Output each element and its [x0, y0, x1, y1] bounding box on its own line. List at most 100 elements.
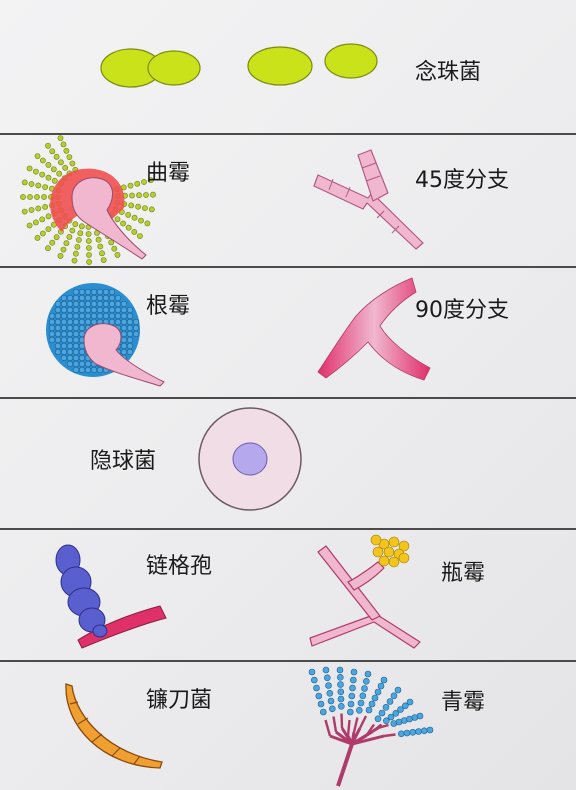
- spore-dot: [114, 216, 121, 223]
- spore-dot: [108, 294, 116, 302]
- spore-dot: [60, 348, 68, 356]
- spore-dot: [72, 348, 80, 356]
- label-fusarium: 镰刀菌: [146, 688, 213, 713]
- spore-dot: [126, 318, 134, 326]
- spore-dot: [108, 312, 116, 320]
- hypha-main-45: [313, 174, 424, 250]
- sterigma-line: [324, 719, 332, 737]
- spore-dot: [355, 706, 363, 714]
- spore-dot: [72, 294, 80, 302]
- spore-dot: [99, 250, 105, 257]
- spore-dot: [56, 170, 63, 177]
- panel-fusarium: 镰刀菌 青霉: [0, 662, 576, 790]
- spore-dot: [33, 168, 39, 175]
- spore-dot: [125, 224, 132, 231]
- spore-dot: [53, 153, 60, 160]
- aspergillus-conidiophore: [71, 177, 147, 260]
- spore-dot: [72, 300, 80, 308]
- spore-dot: [120, 220, 126, 227]
- spore-dot: [84, 306, 92, 314]
- panel-candida: 念珠菌: [0, 0, 576, 133]
- cryptococcus-illustration: [198, 407, 302, 511]
- spore-dot: [134, 180, 141, 187]
- spore-dot: [337, 688, 345, 696]
- aspergillus-illustration: [20, 135, 156, 265]
- spore-dot: [69, 160, 76, 167]
- spore-dot: [60, 312, 68, 320]
- spore-dot: [54, 336, 62, 344]
- spore-dot: [120, 342, 128, 350]
- label-phialophora: 瓶霉: [441, 561, 486, 586]
- label-cryptococcus: 隐球菌: [90, 449, 157, 474]
- spore-dot: [368, 700, 376, 708]
- spore-dot: [45, 161, 52, 168]
- spore-dot: [374, 688, 382, 696]
- spore-dot: [60, 141, 67, 148]
- sterigma-line: [358, 715, 368, 729]
- spore-dot: [120, 318, 128, 326]
- spore-dot: [72, 342, 80, 350]
- label-rhizopus: 根霉: [146, 294, 191, 319]
- spore-dot: [120, 330, 128, 338]
- fusarium-illustration: [65, 683, 163, 769]
- spore-dot: [66, 360, 74, 368]
- spore-dot: [387, 713, 395, 721]
- spore-dot: [26, 222, 33, 229]
- spore-dot: [120, 312, 128, 320]
- spore-dot: [315, 692, 323, 700]
- spore-dot: [78, 312, 86, 320]
- hypha-branch-45: [357, 149, 389, 202]
- spore-dot: [90, 294, 98, 302]
- spore-dot: [84, 288, 92, 296]
- candida-small-cell: [324, 43, 378, 79]
- spore-dot: [102, 294, 110, 302]
- panel-cryptococcus: 隐球菌: [0, 399, 576, 528]
- spore-dot: [57, 253, 64, 259]
- spore-dot: [45, 174, 52, 181]
- spore-dot: [336, 674, 344, 681]
- spore-dot: [114, 306, 122, 314]
- spore-dot: [135, 203, 141, 210]
- spore-dot: [141, 205, 148, 211]
- spore-dot: [378, 555, 390, 567]
- spore-dot: [72, 221, 79, 228]
- spore-dot: [54, 348, 62, 356]
- spore-dot: [34, 194, 40, 200]
- spore-dot: [84, 318, 92, 326]
- spore-dot: [120, 324, 128, 332]
- spore-dot: [349, 676, 357, 684]
- spore-dot: [390, 692, 398, 700]
- spore-dot: [362, 677, 370, 685]
- spore-dot: [90, 318, 98, 326]
- spore-dot: [54, 312, 62, 320]
- spore-dot: [132, 330, 140, 338]
- spore-dot: [349, 684, 356, 692]
- label-candida: 念珠菌: [415, 60, 482, 85]
- spore-dot: [380, 676, 388, 684]
- spore-dot: [84, 366, 92, 374]
- spore-dot: [388, 556, 400, 568]
- spore-dot: [35, 205, 42, 212]
- sterigma-line: [336, 743, 354, 787]
- sterigma-line: [351, 734, 385, 746]
- spore-dot: [361, 685, 368, 692]
- spore-dot: [322, 666, 330, 674]
- spore-dot: [386, 698, 394, 705]
- spore-dot: [72, 324, 80, 332]
- sterigma-line: [346, 719, 351, 737]
- panel-aspergillus: 曲霉 45度分支: [0, 135, 576, 266]
- spore-dot: [96, 306, 104, 314]
- rhizopus-illustration: [46, 283, 165, 387]
- spore-dot: [317, 700, 325, 708]
- spore-dot: [319, 708, 327, 716]
- divider-5: [0, 660, 576, 662]
- branching-45-illustration: [313, 149, 424, 250]
- spore-dot: [84, 312, 92, 320]
- spore-dot: [416, 712, 424, 720]
- spore-dot: [111, 245, 118, 252]
- spore-dot: [42, 204, 48, 210]
- spore-dot: [394, 686, 402, 694]
- spore-dot: [72, 318, 80, 326]
- spore-dot: [114, 318, 122, 326]
- spore-dot: [66, 300, 74, 308]
